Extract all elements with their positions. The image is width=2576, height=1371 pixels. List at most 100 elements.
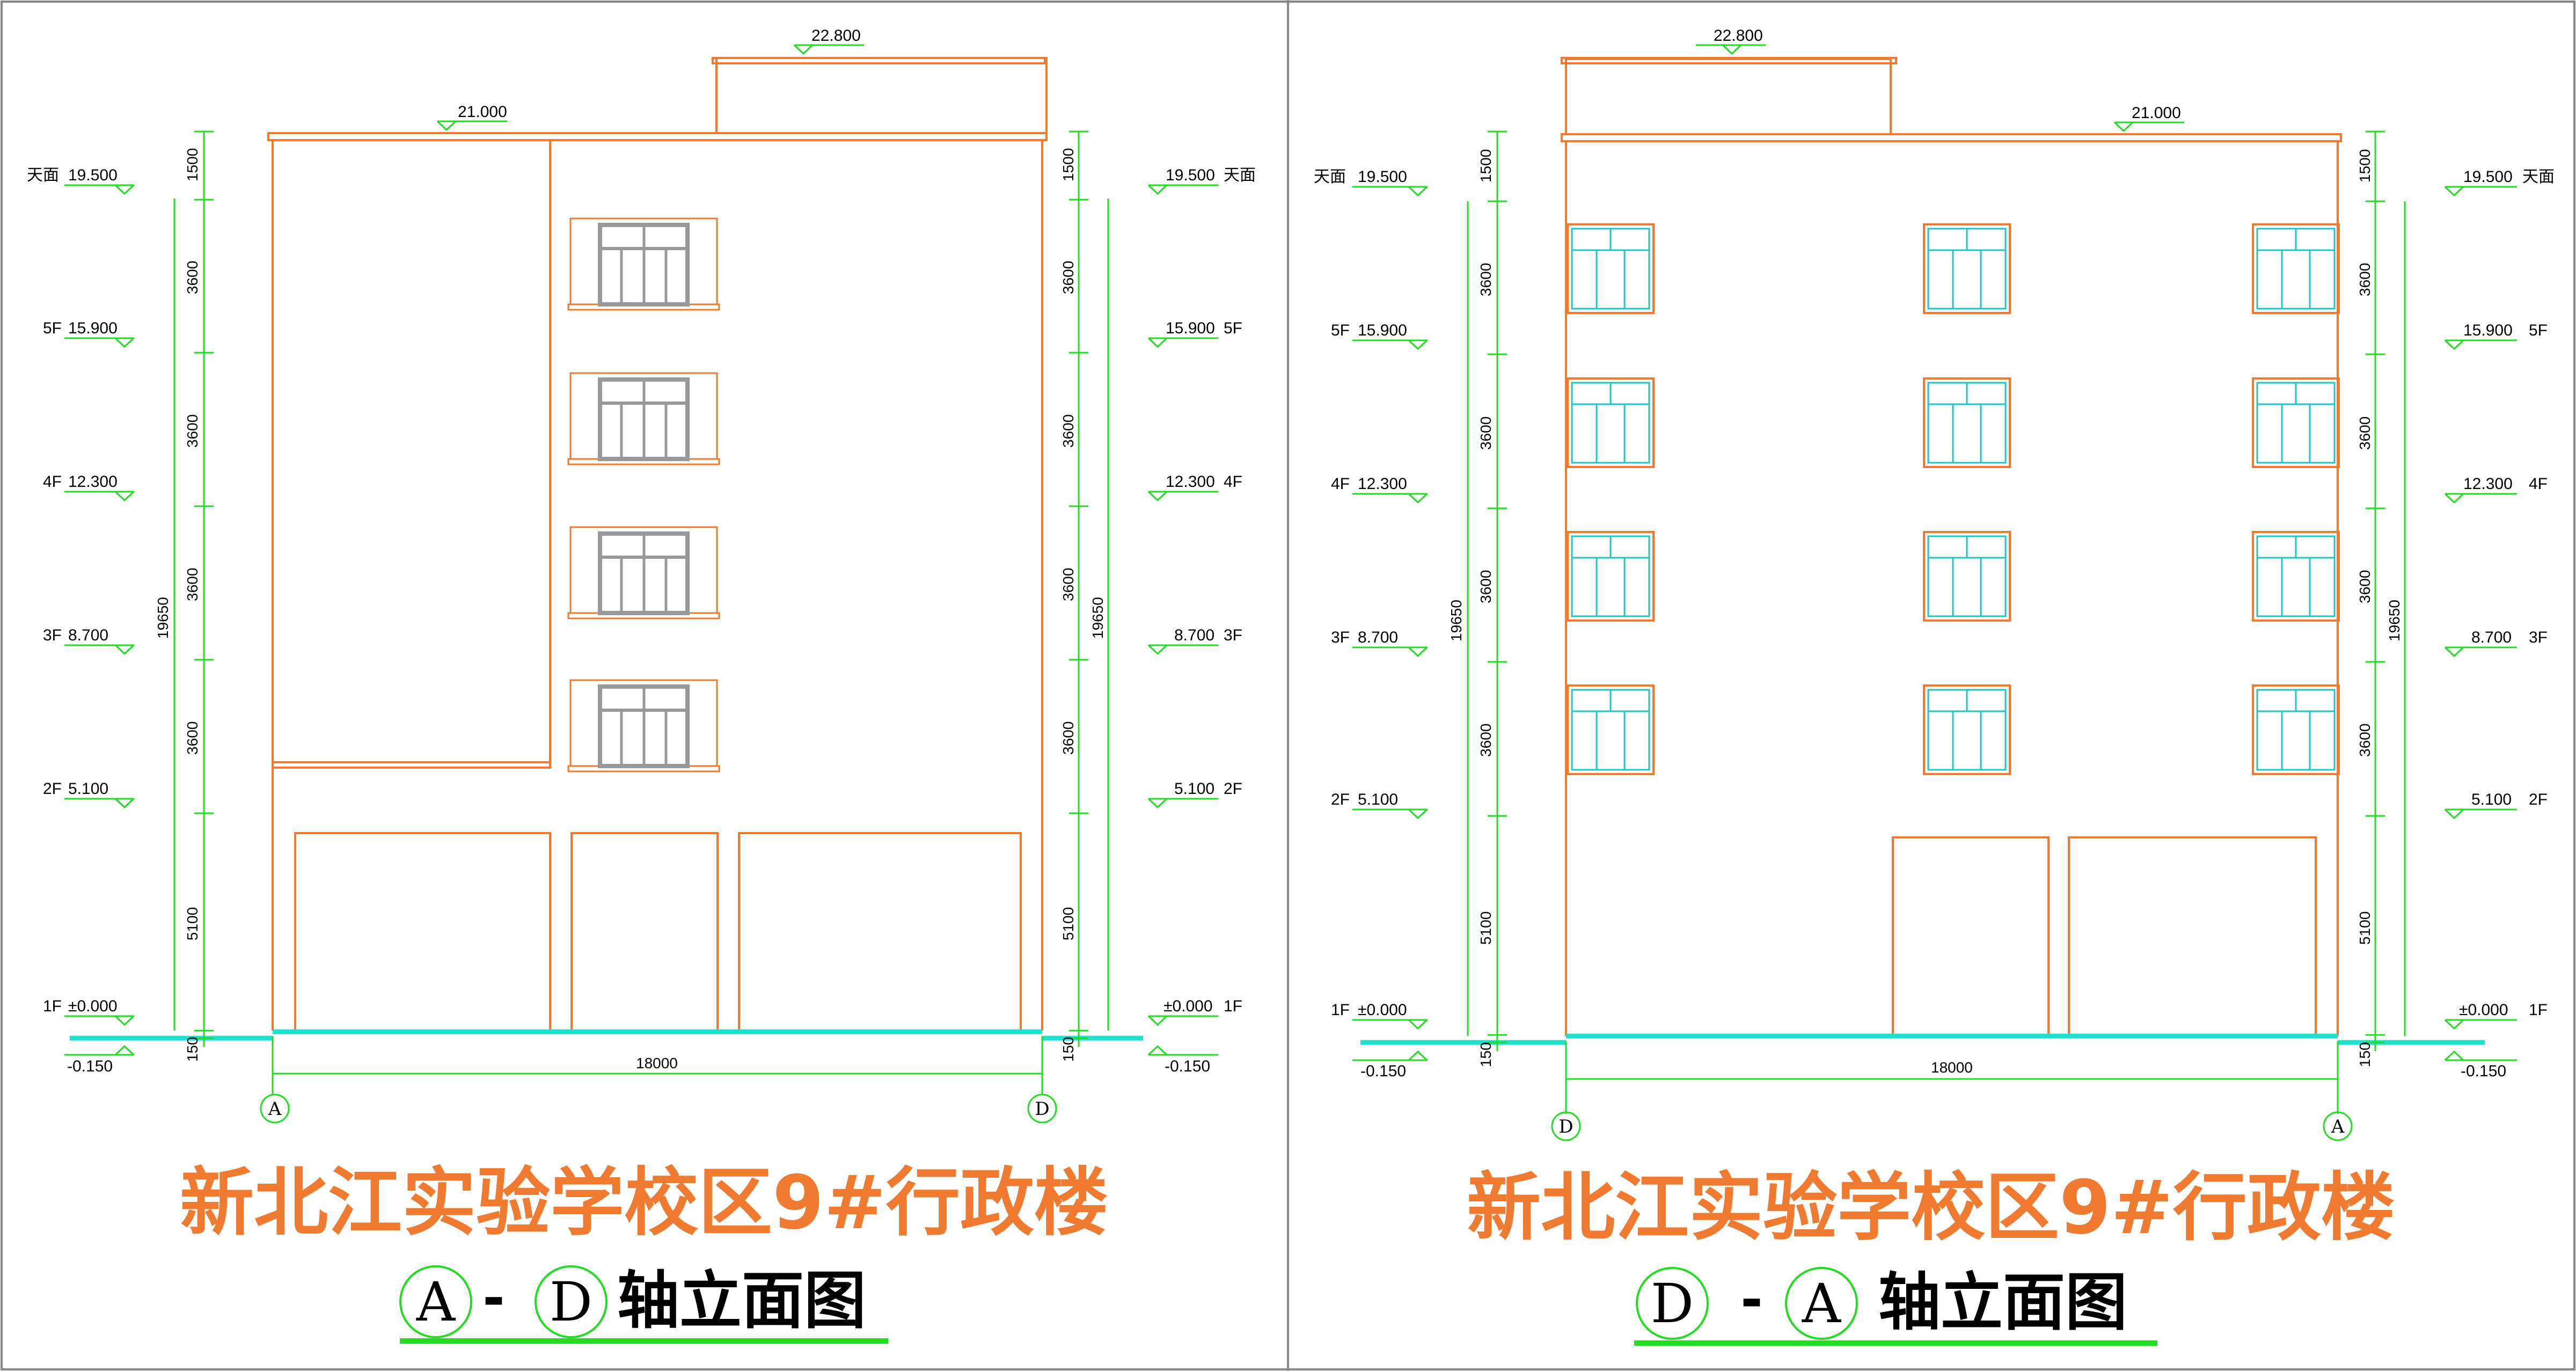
level-floor-label: 2F — [43, 780, 62, 798]
ground-level-label: -0.150 — [1165, 1058, 1210, 1075]
dim-text: 1500 — [2357, 149, 2373, 183]
subtitle-text: 轴立面图 — [617, 1265, 866, 1337]
window-2f — [567, 679, 720, 772]
axis-bubble-right: D — [1027, 1093, 1057, 1124]
dim-text: 150 — [1477, 1042, 1494, 1067]
ground-line — [70, 1029, 1143, 1041]
dim-text: 5100 — [1060, 907, 1077, 940]
level-markers-left — [1352, 186, 1428, 1061]
level-elev-label: 8.700 — [1174, 626, 1214, 644]
level-elev-label: ±0.000 — [2459, 1001, 2508, 1019]
drawing-title: 新北江实验学校区9#行政楼 — [1467, 1164, 2395, 1251]
dim-text: 3600 — [2357, 570, 2373, 603]
level-elev-label: 19.500 — [2463, 168, 2513, 186]
window-grid — [1567, 223, 2340, 775]
level-elev-label: 8.700 — [1358, 629, 1398, 646]
ground-line — [1360, 1033, 2485, 1045]
level-floor-label: 4F — [2529, 475, 2548, 493]
ground-level-label: -0.150 — [67, 1058, 113, 1075]
window — [1567, 531, 1655, 622]
axis-bubble-left: D — [1551, 1111, 1581, 1141]
building-outline — [1561, 57, 2342, 1037]
level-elev-label: ±0.000 — [1163, 997, 1213, 1015]
level-elev-label: 19.500 — [68, 166, 118, 184]
dim-text: 3600 — [1477, 417, 1494, 450]
level-floor-label: 天面 — [27, 166, 59, 184]
level-elev-label: 8.700 — [2471, 629, 2512, 646]
ground-opening-2 — [570, 832, 719, 1032]
subtitle-axis-left: D — [1651, 1272, 1694, 1335]
level-floor-label: 2F — [1331, 791, 1350, 808]
dim-text: 150 — [1060, 1037, 1077, 1062]
stair-wall-block — [272, 139, 551, 769]
dim-text: 3600 — [1477, 263, 1494, 296]
width-dim-text: 18000 — [1931, 1059, 1973, 1076]
level-floor-label: 3F — [1224, 626, 1242, 644]
dim-text: 5100 — [2357, 911, 2373, 945]
roof-level-label: 21.000 — [2132, 104, 2181, 122]
level-elev-label: 12.300 — [68, 473, 118, 491]
level-elev-label: 19.500 — [1166, 166, 1215, 184]
total-height-text: 19650 — [1448, 600, 1465, 641]
level-elev-label: 8.700 — [68, 626, 108, 644]
window — [1923, 684, 2011, 775]
dim-text: 3600 — [1060, 261, 1077, 294]
building-outline — [267, 57, 1048, 1032]
window-3f — [567, 526, 720, 619]
dim-text: 5100 — [1477, 911, 1494, 945]
roof-cornice — [1561, 133, 2342, 142]
dim-text: 3600 — [2357, 724, 2373, 757]
axis-letter: A — [2331, 1116, 2345, 1137]
dimension-ticks — [1488, 130, 2385, 1044]
subtitle-axis-left: A — [416, 1271, 456, 1333]
level-floor-label: 1F — [43, 997, 62, 1015]
dim-text: 3600 — [184, 568, 201, 601]
parapet-cap — [712, 57, 1046, 64]
level-floor-label: 1F — [1224, 997, 1242, 1015]
window-column — [567, 217, 720, 772]
level-floor-label: 3F — [43, 626, 62, 644]
window — [2252, 223, 2340, 314]
subtitle-dash: - — [1740, 1268, 1763, 1331]
window — [2252, 377, 2340, 468]
level-floor-label: 3F — [2529, 629, 2548, 646]
level-floor-label: 天面 — [1224, 166, 1256, 184]
window-4f — [567, 372, 720, 465]
dim-text: 5100 — [184, 907, 201, 940]
ground-opening-1 — [1892, 836, 2050, 1037]
window — [1923, 377, 2011, 468]
total-height-text: 19650 — [2386, 600, 2403, 641]
dim-text: 150 — [2357, 1042, 2373, 1067]
dim-text: 3600 — [184, 261, 201, 294]
dimension-lines — [173, 132, 1109, 1095]
ground-level-label: -0.150 — [2461, 1062, 2506, 1080]
level-markers-right — [2444, 186, 2517, 1061]
parapet-level-label: 22.800 — [1714, 27, 1763, 45]
axis-letter: A — [268, 1098, 282, 1120]
window — [1567, 684, 1655, 775]
window — [1923, 531, 2011, 622]
dim-text: 1500 — [1477, 149, 1494, 183]
window — [1923, 223, 2011, 314]
subtitle-axis-right: D — [550, 1271, 592, 1333]
subtitle-axis-right: A — [1802, 1272, 1842, 1335]
level-floor-label: 天面 — [1314, 168, 1346, 186]
roof-cornice — [267, 132, 1048, 141]
axis-bubble-left: A — [260, 1093, 290, 1124]
parapet-level-label: 22.800 — [811, 27, 861, 45]
dim-text: 3600 — [184, 721, 201, 755]
level-markers-right — [1147, 184, 1218, 1056]
level-elev-label: 15.900 — [1358, 322, 1407, 339]
level-elev-label: 15.900 — [2463, 322, 2513, 339]
level-elev-label: 15.900 — [1166, 319, 1215, 337]
width-dim-text: 18000 — [636, 1055, 678, 1071]
level-floor-label: 4F — [1331, 475, 1350, 493]
ground-level-label: -0.150 — [1360, 1062, 1406, 1080]
level-floor-label: 2F — [1224, 780, 1242, 798]
total-height-text: 19650 — [155, 597, 171, 639]
subtitle-text: 轴立面图 — [1878, 1266, 2127, 1339]
level-floor-label: 5F — [2529, 322, 2548, 339]
level-elev-label: 12.300 — [1166, 473, 1215, 491]
level-elev-label: 5.100 — [1174, 780, 1214, 798]
dim-text: 3600 — [1477, 724, 1494, 757]
